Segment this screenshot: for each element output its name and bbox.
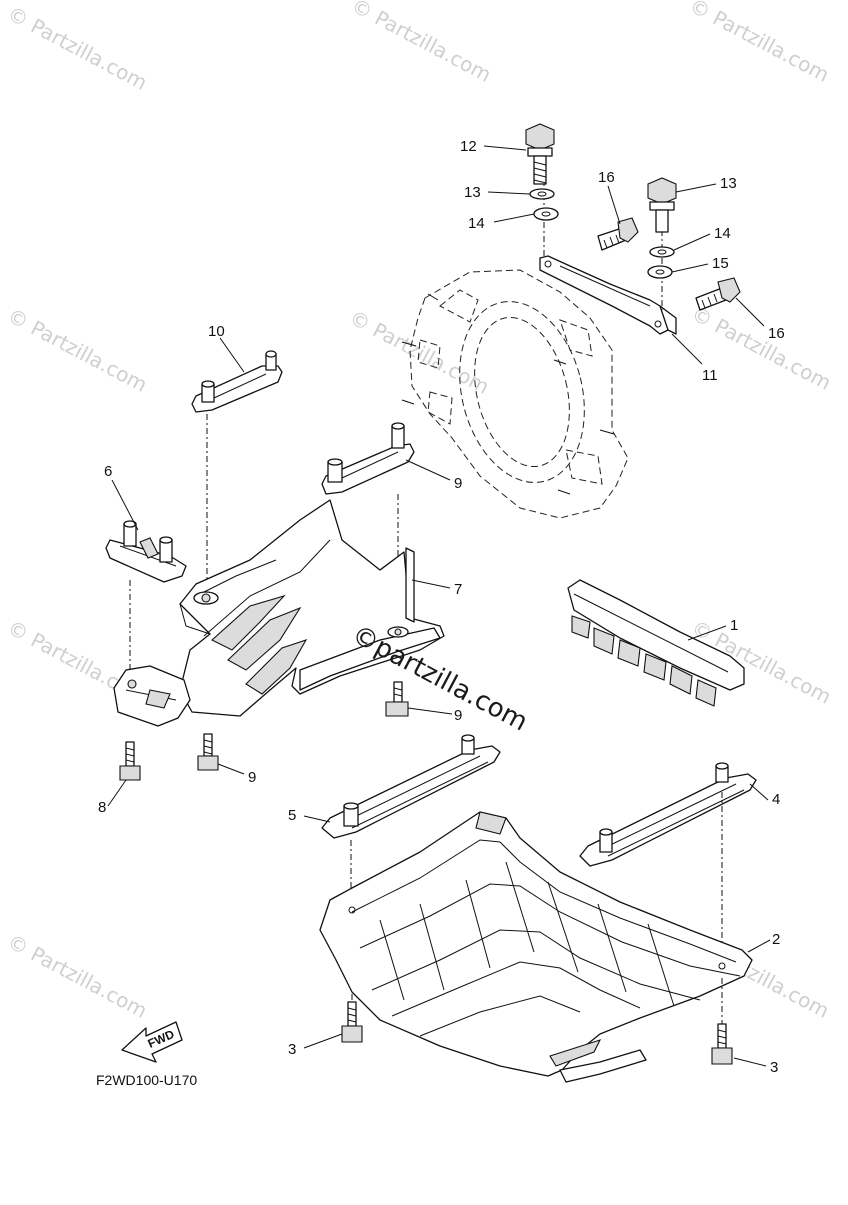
diagram-code: F2WD100-U170: [96, 1072, 198, 1088]
callout-3: 3: [770, 1059, 778, 1076]
callout-12: 11: [702, 367, 718, 384]
part-2-plate: [319, 811, 753, 1083]
callout-14: 14: [714, 225, 731, 242]
callout-13: 13: [720, 175, 737, 192]
bolt-3-left: [341, 1001, 363, 1043]
part-16-bolt-left: [597, 217, 639, 251]
bolt-8: [119, 741, 141, 781]
callout-16: 16: [768, 325, 785, 342]
part-4-rail: [579, 762, 757, 962]
watermark: © Partzilla.com: [4, 1, 152, 95]
leader-lines: [107, 145, 771, 1067]
fastener-stack-left: [525, 123, 559, 258]
part-12-bracket: [539, 255, 677, 335]
bolt-3-right: [711, 1023, 733, 1065]
part-5-rail: [321, 734, 501, 910]
callout-9: 9: [248, 769, 256, 786]
callout-16: 16: [598, 169, 615, 186]
callout-7: 7: [454, 581, 462, 598]
callout-3: 3: [288, 1041, 296, 1058]
watermark: © Partzilla.com: [686, 0, 834, 87]
callout-6: 6: [104, 463, 112, 480]
callout-9: 9: [454, 707, 462, 724]
callout-4: 4: [772, 791, 780, 808]
fastener-stack-right: [647, 177, 677, 310]
part-6-mount: [105, 520, 187, 670]
part-7-duct: [113, 499, 445, 727]
watermark: © Partzilla.com: [348, 0, 496, 87]
callout-labels: 12 13 14 16 13 14 15 16 11 10 9 6 7 1 9 …: [98, 138, 785, 1076]
watermark: © Partzilla.com: [4, 929, 152, 1023]
part-16-bolt-right: [695, 277, 741, 311]
callout-15: 15: [712, 255, 729, 272]
callout-13: 12: [460, 138, 477, 155]
callout-2: 2: [772, 931, 780, 948]
bolt-9-right: [385, 681, 409, 717]
watermark: © Partzilla.com: [4, 303, 152, 397]
callout-8: 8: [98, 799, 106, 816]
callout-10: 9: [454, 475, 462, 492]
part-11-mount: [191, 350, 283, 596]
callout-15: 14: [468, 215, 485, 232]
forward-arrow: FWD: [121, 1021, 183, 1063]
callout-14: 13: [464, 184, 481, 201]
callout-1: 1: [730, 617, 738, 634]
part-1-rubber-bar: [567, 579, 745, 707]
bolt-9-left: [197, 733, 219, 771]
pump-housing-outline: [401, 269, 629, 519]
callout-5: 5: [288, 807, 296, 824]
callout-11: 10: [208, 323, 225, 340]
